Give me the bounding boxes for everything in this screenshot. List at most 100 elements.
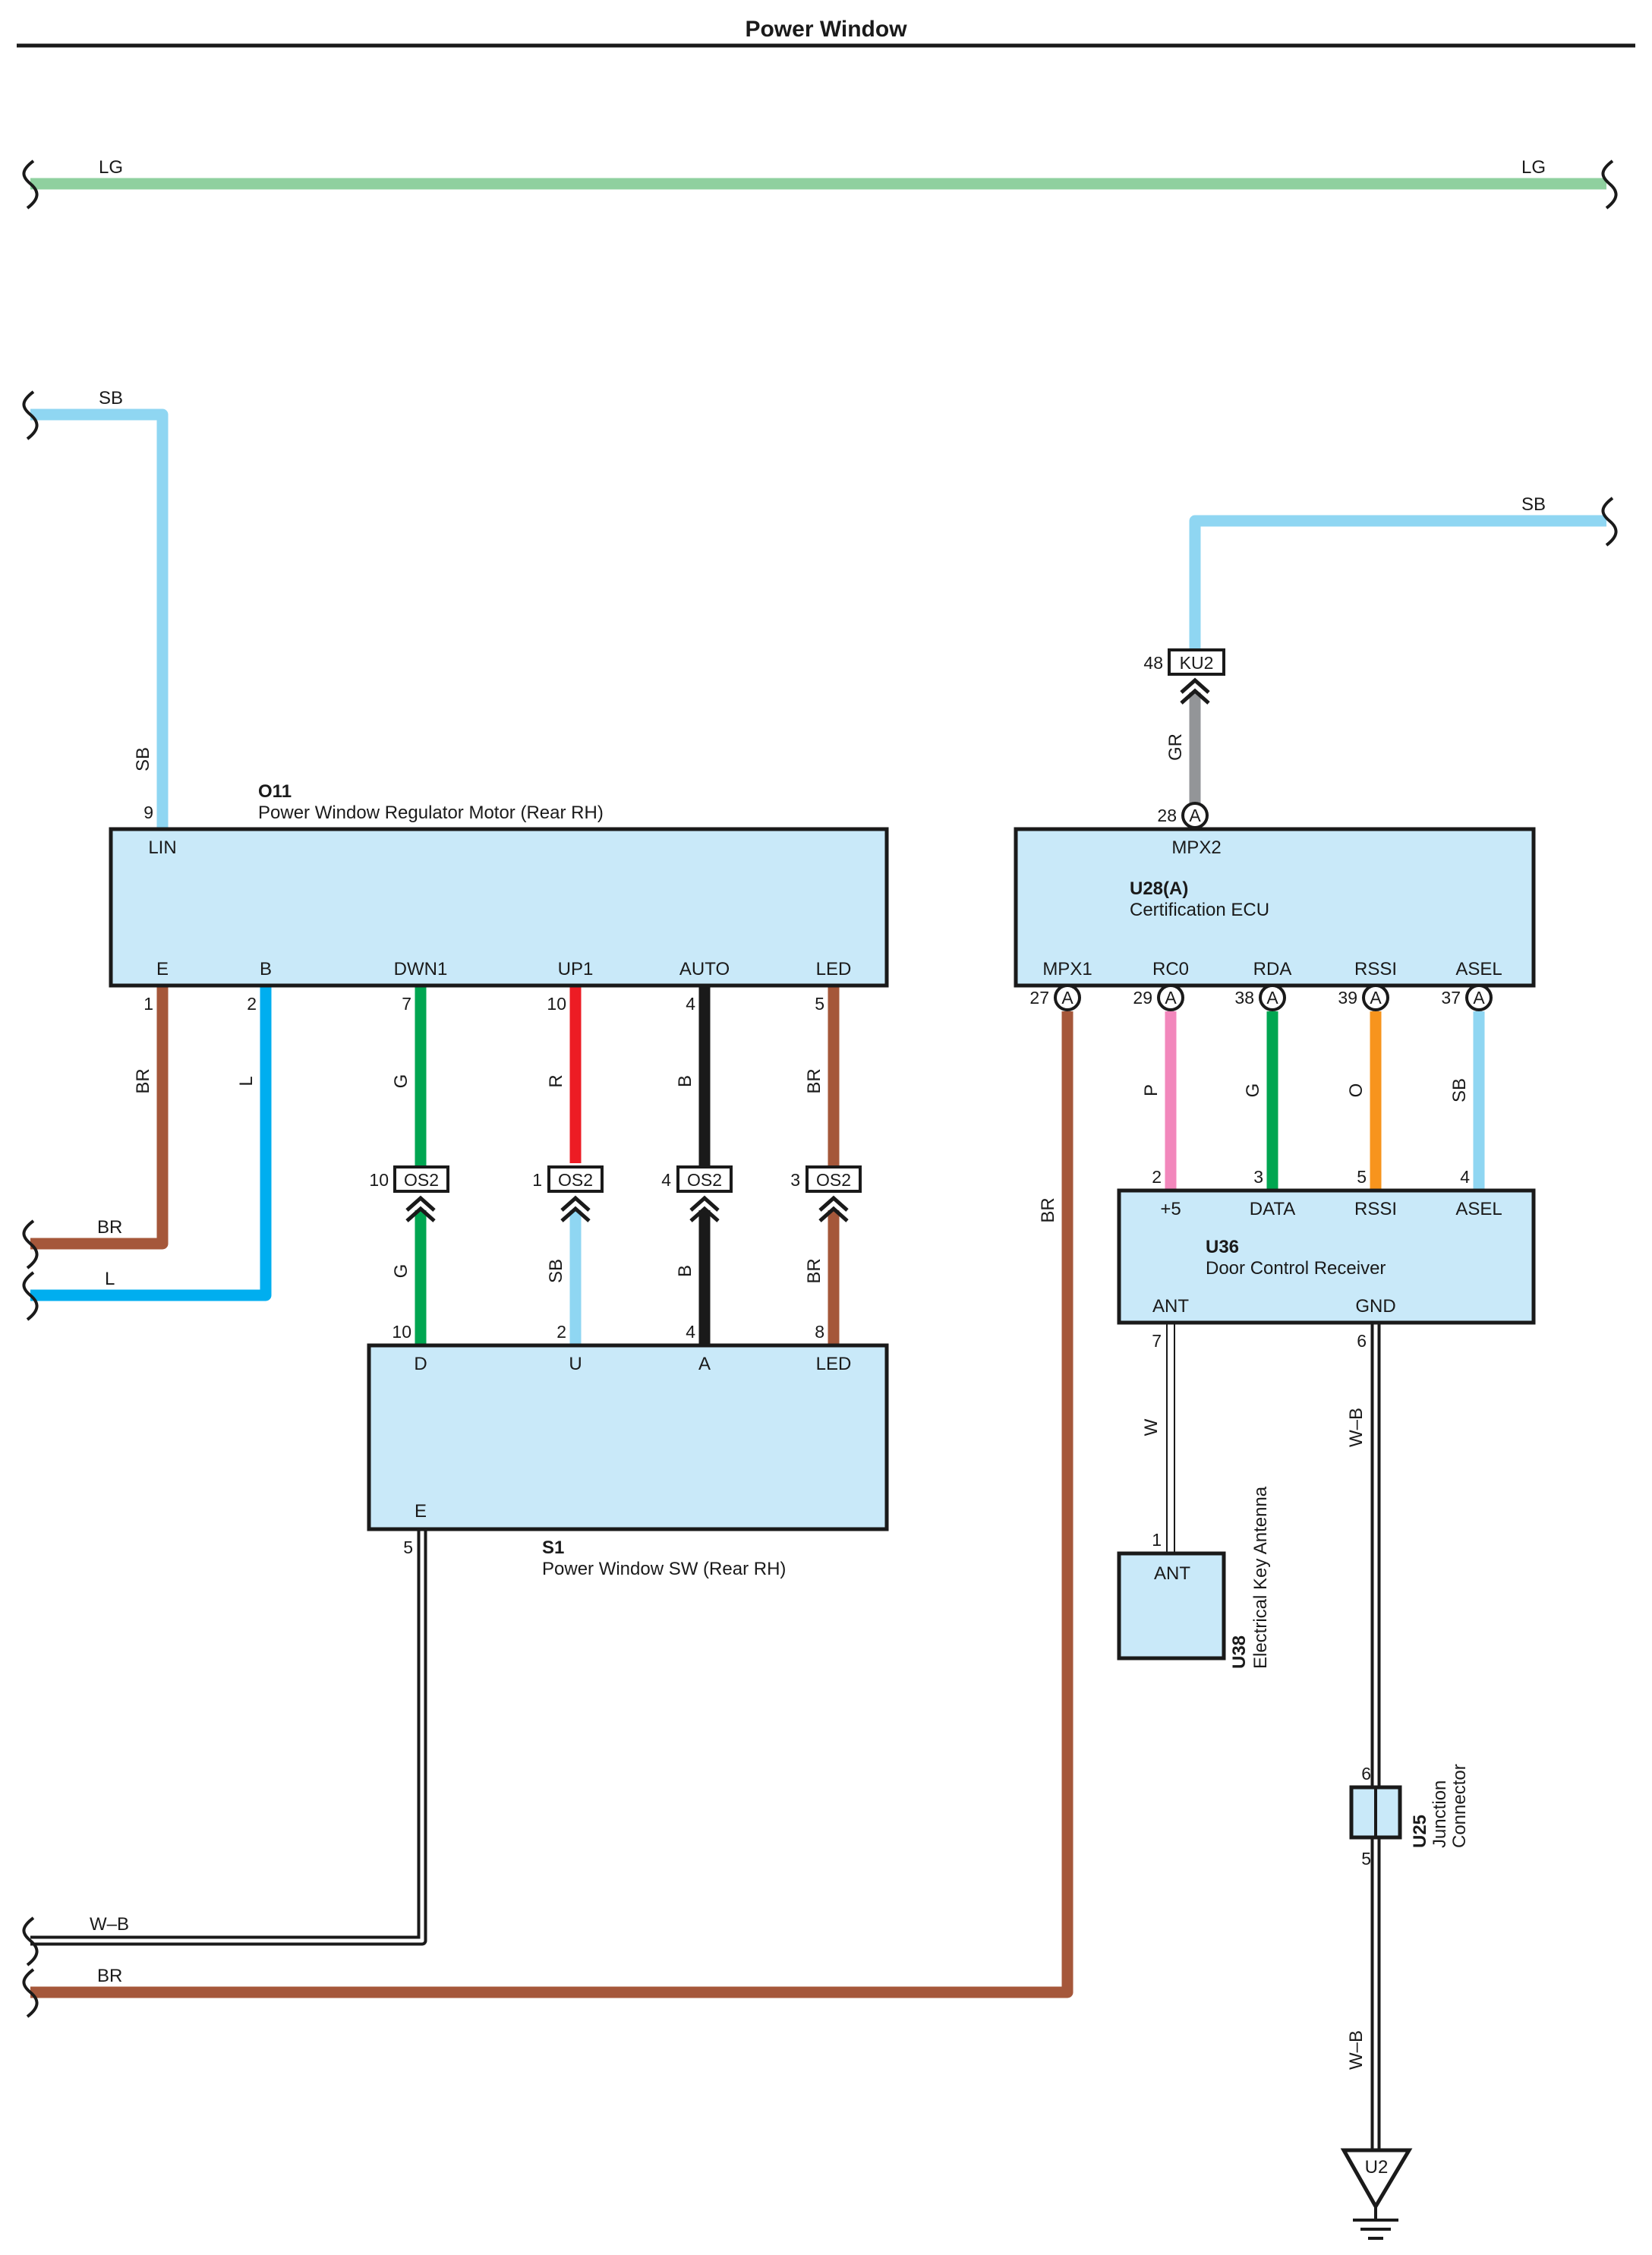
u25-pin-bottom: 5 xyxy=(1361,1849,1371,1869)
s1-box xyxy=(367,1343,889,1531)
u25-id: U25 xyxy=(1410,1815,1430,1848)
os2-pin: 10 xyxy=(369,1170,389,1190)
wire-label: G xyxy=(391,1264,411,1279)
u36-name: Door Control Receiver xyxy=(1206,1258,1386,1279)
s1-pin-a: 4 xyxy=(686,1322,695,1342)
o11-pin-dwn1: 7 xyxy=(402,994,411,1014)
connector-a-letter: A xyxy=(1061,988,1073,1008)
u25-name-line1: Junction xyxy=(1430,1780,1450,1848)
o11-term-b: B xyxy=(260,959,272,979)
os2-connector xyxy=(393,1165,449,1193)
wire-label: BR xyxy=(133,1068,153,1093)
wire-label: L xyxy=(236,1076,257,1086)
wire-label: BR xyxy=(804,1068,824,1093)
u36-term-gnd: GND xyxy=(1355,1296,1395,1317)
wire-label: LG xyxy=(99,157,123,178)
os2-pin: 4 xyxy=(661,1170,671,1190)
u28-term-mpx2: MPX2 xyxy=(1171,837,1221,858)
s1-pin-u: 2 xyxy=(556,1322,566,1342)
os2-connectors: OS2 10 1 OS2 OS2 4 OS2 3 xyxy=(369,1165,862,1222)
wire-label: W–B xyxy=(1346,1408,1367,1447)
u28-name: Certification ECU xyxy=(1130,900,1269,920)
o11-term-up1: UP1 xyxy=(558,959,594,979)
wire-label: SB xyxy=(133,747,153,771)
os2-label: 1 xyxy=(532,1170,542,1190)
s1-pin-e: 5 xyxy=(403,1538,413,1557)
os2-connector xyxy=(547,1165,604,1193)
break-marker xyxy=(22,159,39,210)
o11-pin-lin: 9 xyxy=(143,803,153,822)
ground-triangle xyxy=(1340,2148,1413,2210)
s1-name: Power Window SW (Rear RH) xyxy=(542,1559,786,1579)
connector-a-letter: A xyxy=(1189,806,1201,825)
u28-term-asel: ASEL xyxy=(1455,959,1502,979)
wire-label: BR xyxy=(1038,1197,1058,1222)
break-marker xyxy=(22,390,39,440)
wire-wb-s1-inner xyxy=(30,1529,424,1943)
os2-label: OS2 xyxy=(687,1170,722,1190)
wire-l-b xyxy=(30,986,272,1301)
wire-label: SB xyxy=(546,1259,566,1283)
u25-pin-top: 6 xyxy=(1361,1764,1371,1784)
os2-label: OS2 xyxy=(558,1170,593,1190)
u28-term-rssi: RSSI xyxy=(1354,959,1397,979)
os2-connector xyxy=(806,1165,862,1193)
wire-label: G xyxy=(391,1074,411,1089)
connector-a-letter: A xyxy=(1473,988,1485,1008)
chevron-icon xyxy=(405,1195,436,1222)
u38-pin: 1 xyxy=(1152,1530,1162,1550)
u36-term-rssi: RSSI xyxy=(1354,1199,1397,1219)
connector-a-letter: A xyxy=(1370,988,1382,1008)
break-marker xyxy=(22,1271,39,1321)
connector-a-circle xyxy=(1465,984,1493,1011)
u28-id: U28(A) xyxy=(1130,878,1188,899)
u28-pin-rssi: 39 xyxy=(1338,988,1357,1008)
break-marker xyxy=(22,1219,39,1269)
u25-name-line2: Connector xyxy=(1449,1764,1470,1848)
wire-br-e xyxy=(30,986,169,1250)
break-marker xyxy=(1601,497,1618,547)
os2-pin: 3 xyxy=(790,1170,800,1190)
wire-label: R xyxy=(546,1074,566,1087)
u36-term-p5: +5 xyxy=(1160,1199,1181,1219)
break-marker xyxy=(1601,159,1618,210)
wire-br-mpx1 xyxy=(30,1011,1073,1998)
u36-term-ant: ANT xyxy=(1152,1296,1189,1317)
o11-term-e: E xyxy=(156,959,169,979)
u36-pin-data: 3 xyxy=(1253,1167,1263,1187)
break-marker xyxy=(22,1968,39,2018)
o11-id: O11 xyxy=(258,781,292,802)
u36-pin-p5: 2 xyxy=(1152,1167,1162,1187)
ku2-connector xyxy=(1168,648,1225,676)
u36-term-asel: ASEL xyxy=(1455,1199,1502,1219)
ground-u2: U2 xyxy=(1340,2148,1413,2240)
break-marker xyxy=(22,1916,39,1966)
u36-pin-asel: 4 xyxy=(1460,1167,1470,1187)
u28-pin-mpx1: 27 xyxy=(1029,988,1049,1008)
connector-a-circle xyxy=(1054,984,1081,1011)
ku2-connector-group: KU2 48 xyxy=(1143,648,1225,705)
u28-term-mpx1: MPX1 xyxy=(1042,959,1092,979)
ku2-pin: 48 xyxy=(1143,653,1163,673)
u28-box xyxy=(1014,827,1536,988)
chevron-icon xyxy=(1180,677,1210,705)
u36-pin-ant: 7 xyxy=(1152,1331,1162,1351)
wire-color-labels: LG LG SB SB BR L W–B BR SB BR L G R B BR… xyxy=(90,157,1546,2070)
chevron-icon xyxy=(560,1195,591,1222)
wire-label: SB xyxy=(1449,1078,1470,1102)
s1-term-a: A xyxy=(698,1354,711,1374)
wire-label: GR xyxy=(1165,733,1186,761)
page-title: Power Window xyxy=(745,17,907,42)
s1-term-led: LED xyxy=(816,1354,852,1374)
wire-label: B xyxy=(675,1075,695,1087)
u28-pin-asel: 37 xyxy=(1441,988,1461,1008)
o11-term-led: LED xyxy=(816,959,852,979)
wire-label: BR xyxy=(97,1966,122,1986)
wire-label: B xyxy=(675,1265,695,1277)
wire-sb-lin xyxy=(30,408,169,829)
s1-id: S1 xyxy=(542,1538,564,1558)
o11-name: Power Window Regulator Motor (Rear RH) xyxy=(258,803,604,823)
s1-term-d: D xyxy=(414,1354,427,1374)
u38-name: Electrical Key Antenna xyxy=(1250,1486,1271,1669)
wire-label: W–B xyxy=(1346,2030,1367,2070)
